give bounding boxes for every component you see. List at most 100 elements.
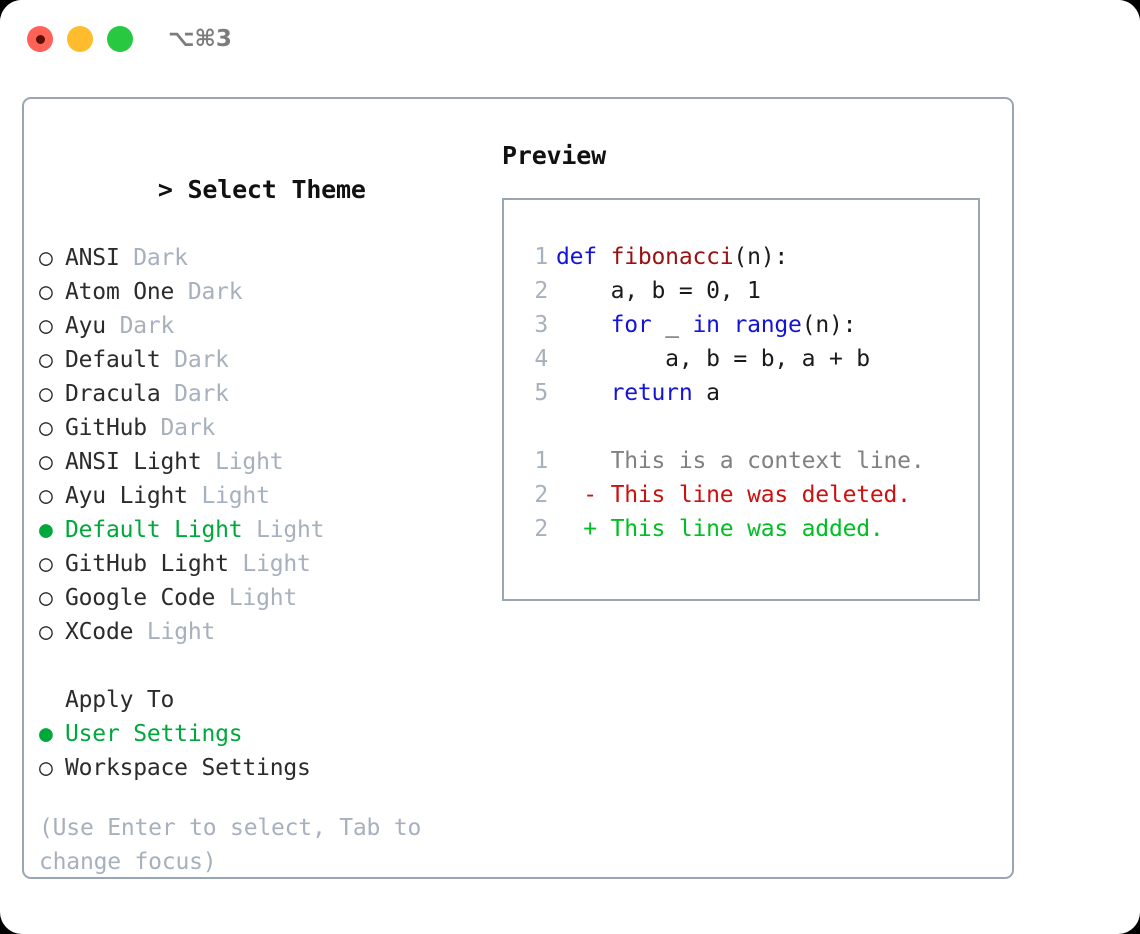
diff-line-ctx: 1 This is a context line.	[504, 444, 978, 478]
main-panel: > Select Theme ○ ANSI Dark○ Atom One Dar…	[22, 97, 1014, 879]
diff-text: This is a context line.	[610, 448, 925, 474]
code-line: 4 a, b = b, a + b	[504, 342, 978, 376]
theme-variant-badge: Light	[242, 517, 325, 543]
theme-variant-badge: Dark	[105, 313, 175, 339]
apply-to-option-workspace-settings[interactable]: ○ Workspace Settings	[39, 751, 499, 785]
apply-to-label: Workspace Settings	[65, 755, 311, 781]
radio-unselected-icon: ○	[39, 245, 67, 271]
diff-line-del: 2 - This line was deleted.	[504, 478, 978, 512]
code-token: a, b = b, a + b	[556, 346, 870, 372]
theme-option-ansi-light[interactable]: ○ ANSI Light Light	[39, 445, 499, 479]
code-token	[556, 312, 611, 338]
code-token: fibonacci	[610, 244, 734, 270]
theme-option-default[interactable]: ○ Default Dark	[39, 343, 499, 377]
preview-column: Preview 1 def fibonacci (n): 2 a, b = 0, 1 3…	[502, 139, 1002, 601]
theme-variant-badge: Light	[133, 619, 216, 645]
radio-unselected-icon: ○	[39, 755, 67, 781]
code-token: a, b = 0, 1	[556, 278, 761, 304]
theme-name: Google Code	[65, 585, 216, 611]
radio-selected-icon: ●	[39, 721, 67, 747]
title-bar: ⌥⌘3	[0, 0, 1140, 78]
theme-name: Ayu	[65, 313, 106, 339]
theme-variant-badge: Light	[201, 449, 284, 475]
theme-option-ayu-light[interactable]: ○ Ayu Light Light	[39, 479, 499, 513]
radio-unselected-icon: ○	[39, 483, 67, 509]
preview-title: Preview	[502, 141, 606, 170]
theme-variant-badge: Dark	[160, 381, 229, 407]
theme-variant-badge: Dark	[119, 245, 188, 271]
theme-name: Default Light	[65, 517, 243, 543]
radio-unselected-icon: ○	[39, 381, 67, 407]
theme-variant-badge: Dark	[146, 415, 216, 441]
page-title: Select Theme	[187, 175, 366, 204]
theme-option-dracula[interactable]: ○ Dracula Dark	[39, 377, 499, 411]
keyboard-shortcut-label: ⌥⌘3	[168, 26, 232, 52]
diff-text: This line was added.	[610, 516, 884, 542]
radio-unselected-icon: ○	[39, 279, 67, 305]
theme-name: XCode	[65, 619, 134, 645]
theme-option-default-light[interactable]: ● Default Light Light	[39, 513, 499, 547]
maximize-button[interactable]	[107, 26, 133, 52]
theme-option-atom-one[interactable]: ○ Atom One Dark	[39, 275, 499, 309]
apply-to-header: Apply To	[65, 687, 175, 713]
theme-option-github-light[interactable]: ○ GitHub Light Light	[39, 547, 499, 581]
close-button[interactable]	[27, 26, 53, 52]
radio-unselected-icon: ○	[39, 347, 67, 373]
code-token	[556, 380, 611, 406]
select-theme-header: > Select Theme	[39, 139, 499, 241]
theme-variant-badge: Dark	[160, 347, 229, 373]
theme-variant-badge: Light	[215, 585, 298, 611]
code-token: for	[610, 312, 652, 338]
apply-to-list: ● User Settings○ Workspace Settings	[39, 717, 499, 785]
code-token: (n):	[801, 312, 857, 338]
code-token: a	[692, 380, 720, 406]
apply-to-label: User Settings	[65, 721, 243, 747]
diff-sign: -	[556, 482, 611, 508]
code-token: return	[610, 380, 693, 406]
radio-unselected-icon: ○	[39, 415, 67, 441]
line-number: 2	[534, 278, 548, 304]
code-token: range	[733, 312, 802, 338]
radio-unselected-icon: ○	[39, 313, 67, 339]
theme-name: ANSI Light	[65, 449, 202, 475]
theme-variant-badge: Light	[228, 551, 311, 577]
window-controls	[27, 26, 133, 52]
theme-name: Ayu Light	[65, 483, 188, 509]
theme-name: GitHub Light	[65, 551, 229, 577]
line-number: 5	[534, 380, 548, 406]
apply-to-option-user-settings[interactable]: ● User Settings	[39, 717, 499, 751]
minimize-button[interactable]	[67, 26, 93, 52]
code-token: in	[692, 312, 720, 338]
line-number: 3	[534, 312, 548, 338]
radio-unselected-icon: ○	[39, 449, 67, 475]
radio-unselected-icon: ○	[39, 585, 67, 611]
diff-sign: +	[556, 516, 611, 542]
line-number: 2	[534, 482, 548, 508]
line-number: 1	[534, 448, 548, 474]
diff-line-add: 2 + This line was added.	[504, 512, 978, 546]
code-token	[720, 312, 734, 338]
list-spacer	[39, 649, 499, 683]
line-number: 2	[534, 516, 548, 542]
theme-option-xcode[interactable]: ○ XCode Light	[39, 615, 499, 649]
theme-variant-badge: Dark	[174, 279, 243, 305]
theme-option-github[interactable]: ○ GitHub Dark	[39, 411, 499, 445]
prompt-marker: >	[157, 175, 188, 204]
radio-unselected-icon: ○	[39, 551, 67, 577]
theme-option-ayu[interactable]: ○ Ayu Dark	[39, 309, 499, 343]
code-token: def	[556, 244, 611, 270]
theme-option-ansi[interactable]: ○ ANSI Dark	[39, 241, 499, 275]
code-line: 2 a, b = 0, 1	[504, 274, 978, 308]
radio-selected-icon: ●	[39, 517, 67, 543]
line-number: 1	[534, 244, 548, 270]
diff-sign	[556, 448, 611, 474]
code-diff-gap	[504, 410, 978, 444]
theme-name: GitHub	[65, 415, 147, 441]
line-number: 4	[534, 346, 548, 372]
diff-text: This line was deleted.	[610, 482, 911, 508]
theme-option-google-code[interactable]: ○ Google Code Light	[39, 581, 499, 615]
